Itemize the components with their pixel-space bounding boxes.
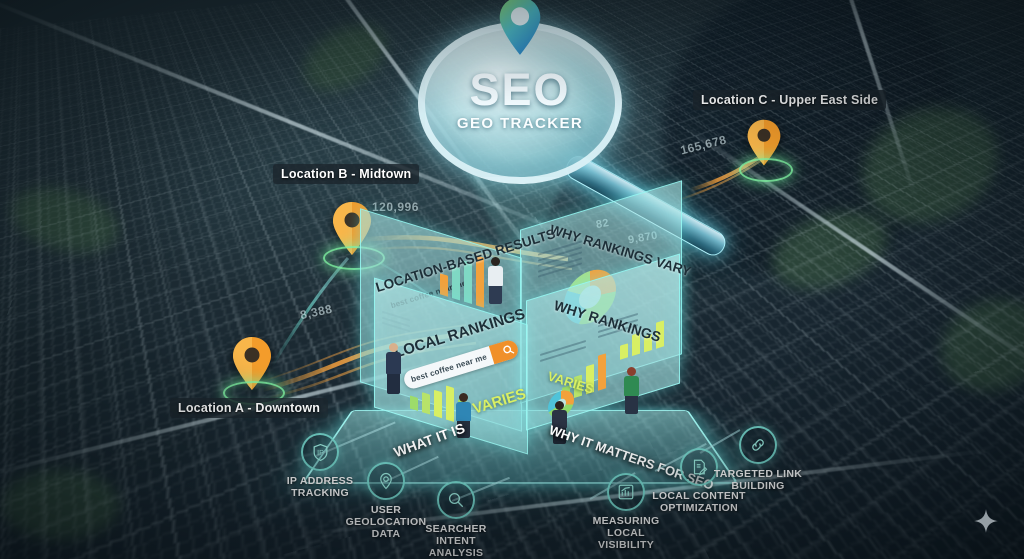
seo-concept-cube: best coffee near me best coffee near me: [301, 180, 739, 484]
node-label: MEASURING LOCAL VISIBILITY: [592, 515, 660, 552]
node-searcher-intent-analysis[interactable]: SEARCHER INTENT ANALYSIS: [408, 481, 504, 559]
figure-presenter-right: [624, 367, 639, 414]
figure-presenter-top: [488, 257, 503, 304]
node-targeted-link-building[interactable]: TARGETED LINK BUILDING: [712, 426, 804, 492]
location-label-c: Location C - Upper East Side: [693, 90, 887, 110]
svg-text:IP: IP: [317, 448, 324, 456]
magnifier-text-block: SEO GEO TRACKER: [425, 64, 615, 132]
node-label: TARGETED LINK BUILDING: [713, 468, 803, 493]
search-icon: [437, 481, 475, 519]
chain-link-icon: [739, 426, 777, 464]
magnifier-lens: SEO GEO TRACKER: [418, 0, 622, 184]
location-pin-icon: [367, 462, 405, 500]
brand-title: SEO: [469, 64, 571, 115]
node-label: LOCAL CONTENT OPTIMIZATION: [652, 490, 746, 515]
location-label-a: Location A - Downtown: [170, 398, 329, 418]
figure-presenter-left: [386, 343, 401, 394]
magnifier[interactable]: SEO GEO TRACKER: [418, 0, 730, 260]
bar-chart-growth-icon: [607, 473, 645, 511]
location-label-b: Location B - Midtown: [273, 164, 420, 184]
location-pin-icon: [496, 0, 544, 62]
pin-halo: [739, 158, 793, 182]
brand-subtitle: GEO TRACKER: [456, 114, 584, 132]
shield-ip-icon: IP: [301, 433, 339, 471]
map-marker-location-c[interactable]: [739, 118, 793, 182]
map-marker-location-a[interactable]: [223, 335, 285, 405]
data-value-location-b: 120,996: [372, 200, 419, 214]
sparkle-icon: [973, 508, 999, 534]
node-label: SEARCHER INTENT ANALYSIS: [425, 523, 487, 559]
